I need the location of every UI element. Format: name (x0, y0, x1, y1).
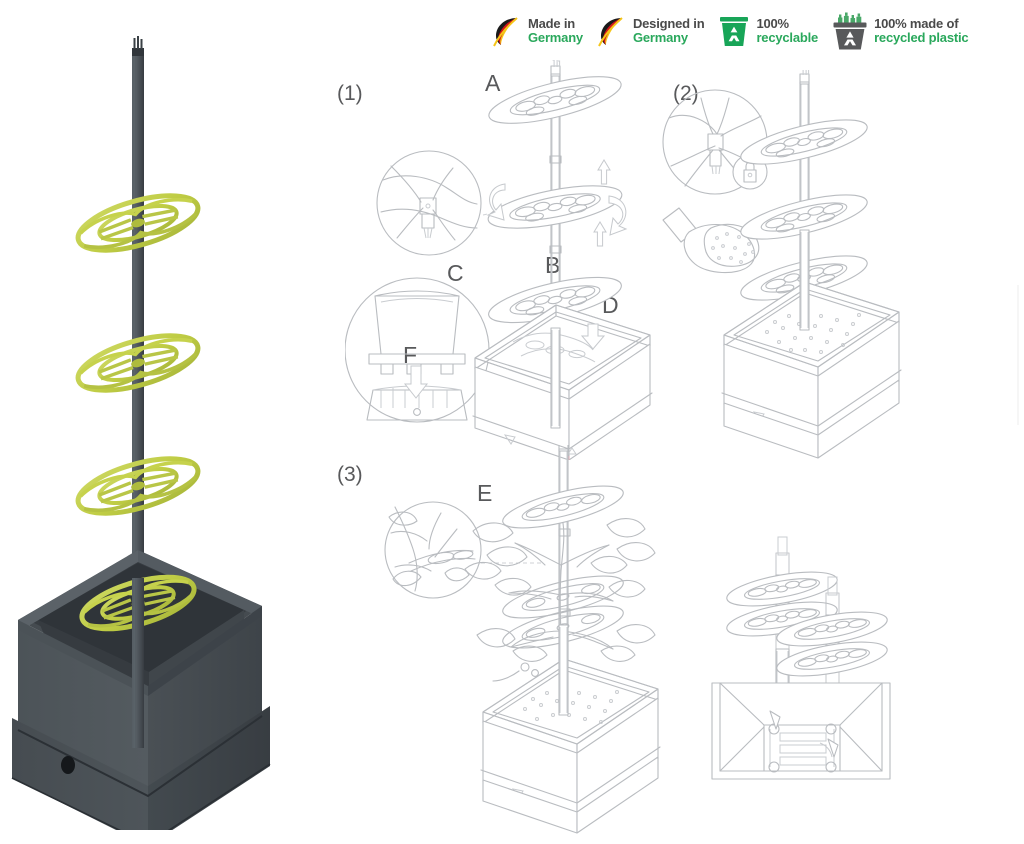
plant-support-ring-a (488, 76, 622, 124)
badge-line1: 100% (756, 16, 789, 31)
part-label-c: C (447, 260, 464, 286)
recycled-plastic-bin-icon (832, 12, 868, 50)
badge-100-recyclable: 100% recyclable (718, 14, 818, 48)
badge-line2: recycled plastic (874, 30, 969, 45)
detail-f-callout (345, 277, 490, 423)
top-down-exploded-diagram (711, 536, 891, 780)
german-flag-leaf-icon (492, 15, 522, 47)
badge-designed-in-germany: Designed in Germany (597, 15, 705, 47)
plant-support-ring (726, 571, 838, 607)
assembly-instructions-panel: (1) (2) (3) A B C D E F (315, 60, 1024, 844)
badge-label: 100% recyclable (756, 17, 818, 45)
badge-line1: Made in (528, 16, 575, 31)
plant-support-ring-middle (487, 185, 623, 229)
badge-label: Made in Germany (528, 17, 583, 45)
plant-support-ring (502, 485, 624, 529)
planter-pot-top-view (711, 682, 891, 780)
recycle-bin-icon (718, 14, 750, 48)
step-label-1: (1) (337, 82, 363, 105)
part-label-e: E (477, 480, 493, 506)
plant-support-ring (75, 193, 201, 253)
detail-lock-callout (662, 89, 768, 195)
badge-line2: recyclable (756, 30, 819, 45)
plant-support-ring (75, 456, 201, 516)
step-label-2: (2) (673, 82, 699, 105)
plant-support-ring (776, 611, 888, 647)
up-arrow-1 (597, 159, 611, 185)
planter-pot-filled (721, 281, 902, 459)
part-label-f: F (403, 342, 418, 368)
plant-support-ring (75, 333, 201, 393)
badge-label: Designed in Germany (632, 16, 705, 45)
part-label-b: B (545, 252, 561, 278)
trowel-with-soil-icon (662, 207, 760, 274)
certification-badge-bar: Made in Germany Designed in Germany (492, 8, 1024, 54)
plant-support-ring (776, 641, 888, 677)
german-flag-leaf-icon (597, 15, 627, 47)
step-2-diagram (662, 70, 902, 459)
plant-support-ring (740, 119, 868, 165)
up-arrow-2 (593, 221, 607, 247)
plant-support-ring (726, 601, 838, 637)
badge-line1: 100% made of (874, 16, 959, 31)
step-label-3: (3) (337, 463, 363, 486)
badge-label: 100% made of recycled plastic (874, 16, 969, 45)
badge-line2: Germany (528, 30, 583, 45)
tomato-plant-illustration (464, 518, 656, 682)
step-3-diagram (384, 445, 661, 834)
badge-line1: Designed in (632, 16, 705, 31)
product-hero-render (0, 18, 310, 830)
page-edge-artifact (1017, 285, 1019, 425)
rotation-arrow-left (486, 183, 506, 221)
badge-line2: Germany (632, 30, 688, 45)
detail-c-callout (376, 150, 482, 256)
planter-pot-outline-step1 (472, 304, 653, 460)
part-label-a: A (485, 70, 501, 96)
step-1-diagram (345, 60, 653, 460)
badge-100-recycled-plastic: 100% made of recycled plastic (832, 12, 969, 50)
planter-pot-planted (480, 658, 661, 834)
rotation-arrow-right (608, 195, 628, 236)
badge-made-in-germany: Made in Germany (492, 15, 583, 47)
detail-plant-clip-callout (384, 501, 482, 599)
